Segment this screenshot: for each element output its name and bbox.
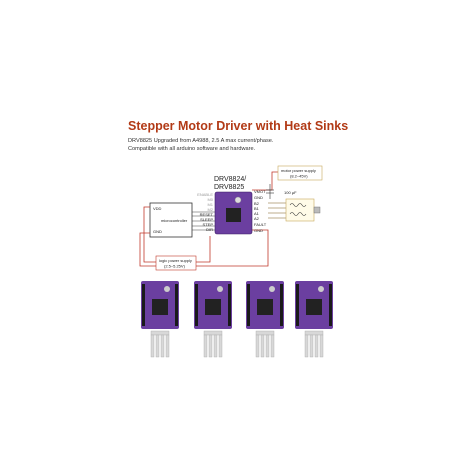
- potentiometer: [217, 286, 223, 292]
- logic-supply-box: [155, 255, 197, 271]
- heatsink: [304, 330, 324, 358]
- logic-supply-range: (2.5–5.25V): [164, 264, 186, 269]
- potentiometer: [318, 286, 324, 292]
- mcu-name: microcontroller: [161, 218, 188, 223]
- pin-dir: DIR: [206, 227, 213, 232]
- motor-supply-box: [277, 165, 323, 181]
- pin-b2: B2: [254, 201, 260, 206]
- potentiometer: [269, 286, 275, 292]
- motor-shaft: [313, 206, 321, 214]
- driver-chip: [152, 299, 168, 315]
- capacitor: [266, 184, 274, 199]
- chip-label-line-2: DRV8825: [214, 184, 244, 191]
- chip-label-line-1: DRV8824/: [214, 176, 246, 183]
- motor-coil-2: [289, 212, 307, 216]
- power-wires: [139, 171, 278, 267]
- pin-step: STEP: [203, 222, 214, 227]
- left-pin-labels: ENABLE M0 M1 M2 RESET SLEEP STEP DIR: [197, 192, 214, 232]
- pin-b1: B1: [254, 206, 260, 211]
- diagram-driver-chip: [226, 208, 241, 222]
- motor-coil-1: [289, 203, 307, 207]
- capacitor-label: 100 µF: [284, 190, 297, 195]
- mcu-gnd: GND: [153, 229, 162, 234]
- header-pins: [247, 284, 283, 326]
- right-pin-labels: VMOT GND B2 B1 A1 A2 FAULT GND: [254, 189, 267, 233]
- pin-enable: ENABLE: [197, 192, 213, 197]
- diagram-potentiometer: [234, 196, 242, 204]
- header-pins: [142, 284, 178, 326]
- driver-chip: [306, 299, 322, 315]
- driver-module-3: [246, 281, 284, 358]
- driver-module-2: [194, 281, 232, 358]
- pin-m0: M0: [207, 197, 213, 202]
- heatsink: [203, 330, 223, 358]
- pin-m2: M2: [207, 207, 213, 212]
- logic-supply-label: logic power supply: [159, 258, 192, 263]
- motor-supply-range: (8.2–45V): [290, 174, 308, 179]
- page-title: Stepper Motor Driver with Heat Sinks: [128, 119, 349, 133]
- pin-m1: M1: [207, 202, 213, 207]
- pin-a1: A1: [254, 211, 260, 216]
- motor-wires: [268, 202, 286, 219]
- potentiometer: [164, 286, 170, 292]
- header-pins: [195, 284, 231, 326]
- driver-module-4: [295, 281, 333, 358]
- description-line-1: DRV8825 Upgraded from A4988, 2.5 A max c…: [128, 138, 274, 144]
- header-pins: [296, 284, 332, 326]
- driver-chip: [257, 299, 273, 315]
- pin-sleep: SLEEP: [200, 217, 213, 222]
- pin-reset: RESET: [200, 212, 214, 217]
- microcontroller-box: [149, 202, 193, 238]
- pin-fault: FAULT: [254, 222, 267, 227]
- pin-gnd-1: GND: [254, 195, 263, 200]
- heatsink: [255, 330, 275, 358]
- pin-vmot: VMOT: [254, 189, 266, 194]
- driver-module-1: [141, 281, 179, 358]
- motor-supply-label: motor power supply: [281, 168, 316, 173]
- control-wires: [192, 211, 215, 231]
- pin-gnd-2: GND: [254, 228, 263, 233]
- pin-a2: A2: [254, 216, 260, 221]
- driver-chip: [205, 299, 221, 315]
- description-line-2: Compatible with all arduino software and…: [128, 146, 256, 152]
- mcu-vdd: VDD: [153, 206, 162, 211]
- heatsink: [150, 330, 170, 358]
